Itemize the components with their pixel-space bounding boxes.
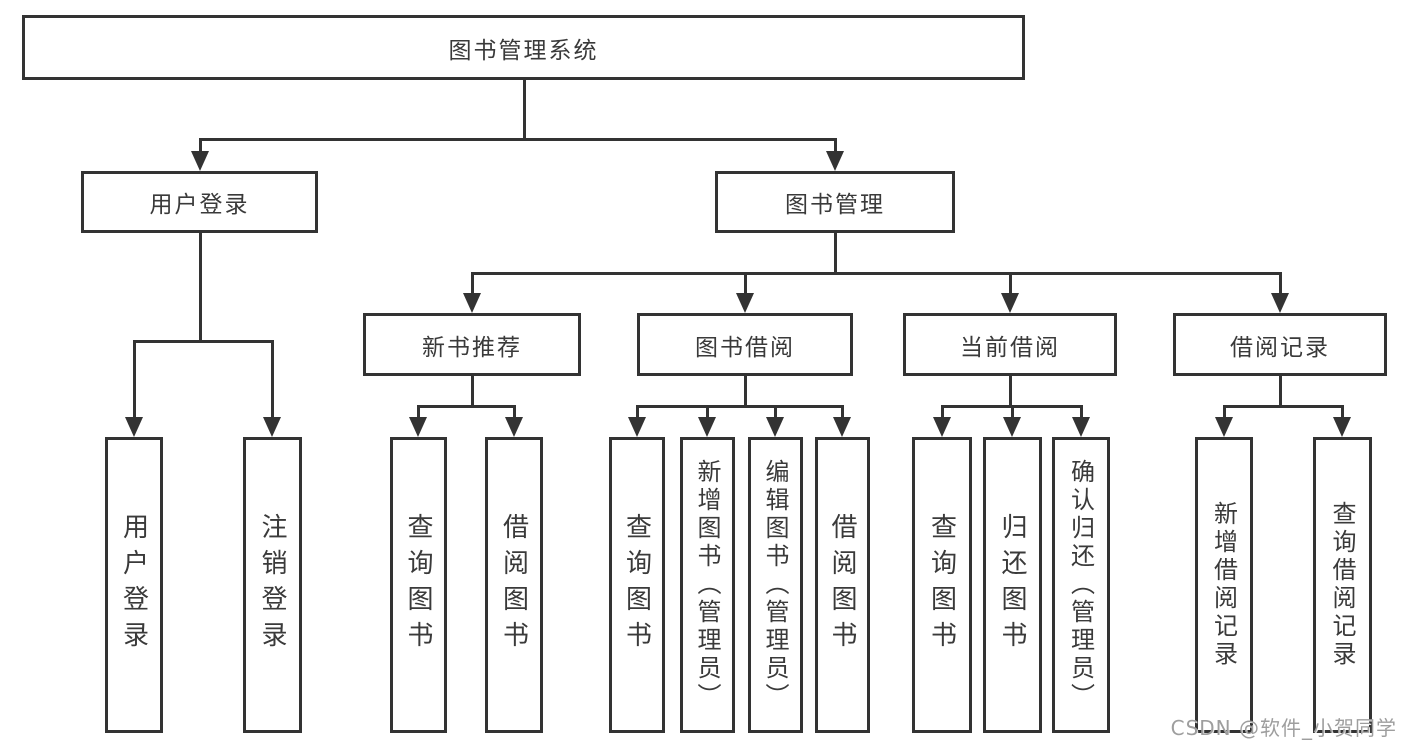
leaf-bb-borrow-books: 借阅图书	[815, 437, 870, 733]
node-label: 编辑图书（管理员）	[761, 459, 789, 711]
node-new-book-recommend: 新书推荐	[363, 313, 581, 376]
node-label: 查询图书	[621, 513, 652, 657]
connector-line	[1008, 376, 1012, 405]
connector-line	[470, 376, 474, 405]
node-label: 图书借阅	[695, 334, 795, 361]
node-label: 确认归还（管理员）	[1066, 459, 1095, 711]
connector-line	[198, 233, 202, 340]
connector-line	[635, 405, 844, 408]
connector-line	[522, 80, 526, 138]
connector-line	[416, 405, 516, 408]
connector-line	[705, 405, 709, 421]
node-book-management: 图书管理	[715, 171, 955, 233]
connector-arrowhead	[1271, 293, 1289, 313]
leaf-user-login: 用户登录	[105, 437, 163, 733]
leaf-nbr-query-books: 查询图书	[390, 437, 447, 733]
connector-arrowhead	[1001, 293, 1019, 313]
connector-line	[743, 376, 747, 405]
node-label: 当前借阅	[960, 334, 1060, 361]
connector-arrowhead	[1003, 417, 1021, 437]
connector-arrowhead	[263, 417, 281, 437]
node-label: 归还图书	[997, 513, 1027, 657]
leaf-logout: 注销登录	[243, 437, 302, 733]
node-user-login: 用户登录	[81, 171, 318, 233]
connector-line	[833, 138, 837, 155]
node-current-borrowing: 当前借阅	[903, 313, 1117, 376]
node-label: 用户登录	[118, 513, 149, 657]
leaf-br-query-record: 查询借阅记录	[1313, 437, 1372, 733]
connector-line	[1079, 405, 1083, 421]
connector-line	[1278, 272, 1282, 297]
leaf-cb-query-books: 查询图书	[912, 437, 972, 733]
connector-arrowhead	[1215, 417, 1233, 437]
leaf-br-add-record: 新增借阅记录	[1195, 437, 1253, 733]
connector-line	[416, 405, 420, 421]
node-label: 注销登录	[257, 513, 287, 657]
connector-line	[1008, 272, 1012, 297]
connector-line	[470, 272, 474, 297]
node-label: 用户登录	[149, 192, 250, 218]
connector-line	[840, 405, 844, 421]
connector-arrowhead	[628, 417, 646, 437]
node-label: 图书管理系统	[448, 37, 599, 64]
connector-arrowhead	[125, 417, 143, 437]
connector-line	[470, 272, 1282, 275]
connector-line	[1010, 405, 1014, 421]
node-label: 查询借阅记录	[1328, 501, 1356, 669]
connector-line	[773, 405, 777, 421]
connector-line	[1278, 376, 1282, 405]
node-label: 新增图书（管理员）	[693, 459, 721, 711]
watermark: CSDN @软件_小贺同学	[1170, 716, 1397, 740]
node-label: 新书推荐	[422, 334, 522, 361]
connector-line	[940, 405, 944, 421]
connector-line	[270, 340, 274, 421]
connector-line	[743, 272, 747, 297]
node-label: 借阅图书	[827, 513, 857, 657]
connector-arrowhead	[1333, 417, 1351, 437]
node-label: 查询图书	[403, 513, 433, 657]
connector-line	[1340, 405, 1344, 421]
node-library-system: 图书管理系统	[22, 15, 1025, 80]
connector-arrowhead	[826, 151, 844, 171]
connector-line	[132, 340, 274, 343]
connector-line	[1222, 405, 1344, 408]
connector-line	[1222, 405, 1226, 421]
connector-arrowhead	[736, 293, 754, 313]
connector-arrowhead	[833, 417, 851, 437]
node-label: 借阅记录	[1230, 334, 1330, 361]
node-borrowing-records: 借阅记录	[1173, 313, 1387, 376]
node-label: 新增借阅记录	[1209, 501, 1238, 669]
connector-line	[635, 405, 639, 421]
leaf-bb-add-books-admin: 新增图书（管理员）	[680, 437, 735, 733]
leaf-cb-return-books: 归还图书	[983, 437, 1042, 733]
node-label: 借阅图书	[498, 513, 529, 657]
connector-arrowhead	[505, 417, 523, 437]
connector-arrowhead	[698, 417, 716, 437]
connector-line	[512, 405, 516, 421]
node-label: 查询图书	[926, 513, 957, 657]
connector-line	[198, 138, 202, 155]
leaf-nbr-borrow-books: 借阅图书	[485, 437, 543, 733]
node-book-borrowing: 图书借阅	[637, 313, 853, 376]
connector-arrowhead	[191, 151, 209, 171]
connector-line	[833, 233, 837, 272]
node-label: 图书管理	[785, 192, 885, 218]
connector-line	[198, 138, 837, 141]
connector-arrowhead	[409, 417, 427, 437]
connector-arrowhead	[766, 417, 784, 437]
leaf-bb-edit-books-admin: 编辑图书（管理员）	[748, 437, 803, 733]
connector-arrowhead	[933, 417, 951, 437]
connector-arrowhead	[463, 293, 481, 313]
connector-line	[132, 340, 136, 421]
connector-arrowhead	[1072, 417, 1090, 437]
leaf-cb-confirm-return-admin: 确认归还（管理员）	[1052, 437, 1110, 733]
leaf-bb-query-books: 查询图书	[609, 437, 665, 733]
